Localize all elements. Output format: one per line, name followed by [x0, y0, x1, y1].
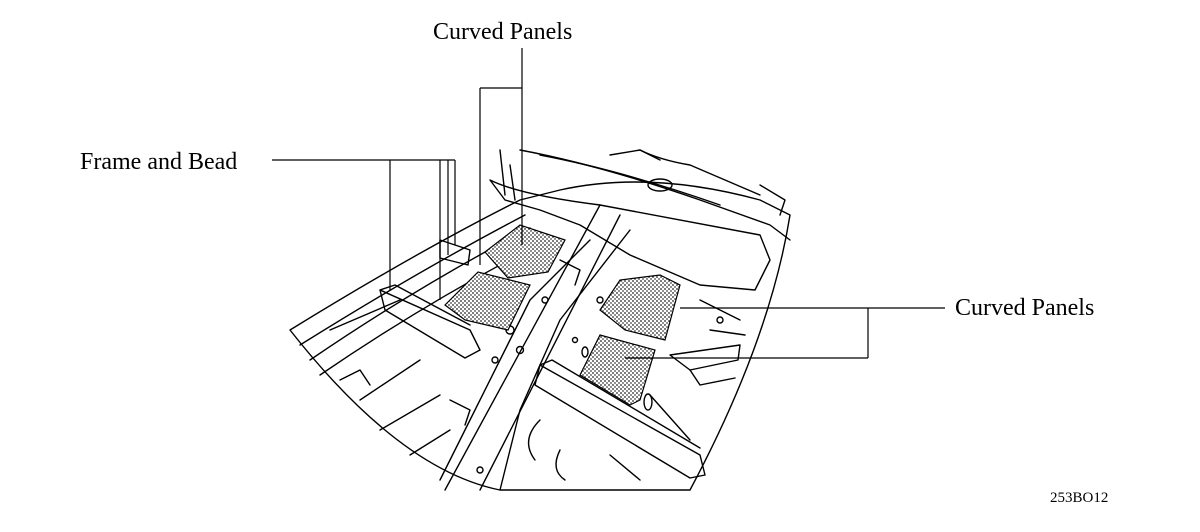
right-seat-rail	[534, 364, 706, 479]
leader-frame-and-bead	[272, 159, 456, 300]
leader-curved-panels-right	[625, 307, 945, 359]
curved-panel-front-right	[579, 334, 656, 406]
callout-curved-panels-right: Curved Panels	[955, 295, 1095, 321]
curved-panel-rear-right	[599, 274, 681, 341]
floor-outer-edge-inner	[299, 214, 526, 346]
floor-outer-edge	[289, 181, 791, 491]
callout-frame-and-bead: Frame and Bead	[80, 149, 238, 175]
curved-panel-rear-left	[484, 224, 566, 279]
callout-curved-panels-top: Curved Panels	[433, 19, 573, 45]
right-bracket	[669, 344, 741, 371]
figure-id: 253BO12	[1050, 490, 1109, 506]
curved-panel-front-left	[444, 271, 531, 331]
rear-cross-member	[489, 179, 771, 291]
leader-curved-panels-top	[479, 48, 523, 265]
